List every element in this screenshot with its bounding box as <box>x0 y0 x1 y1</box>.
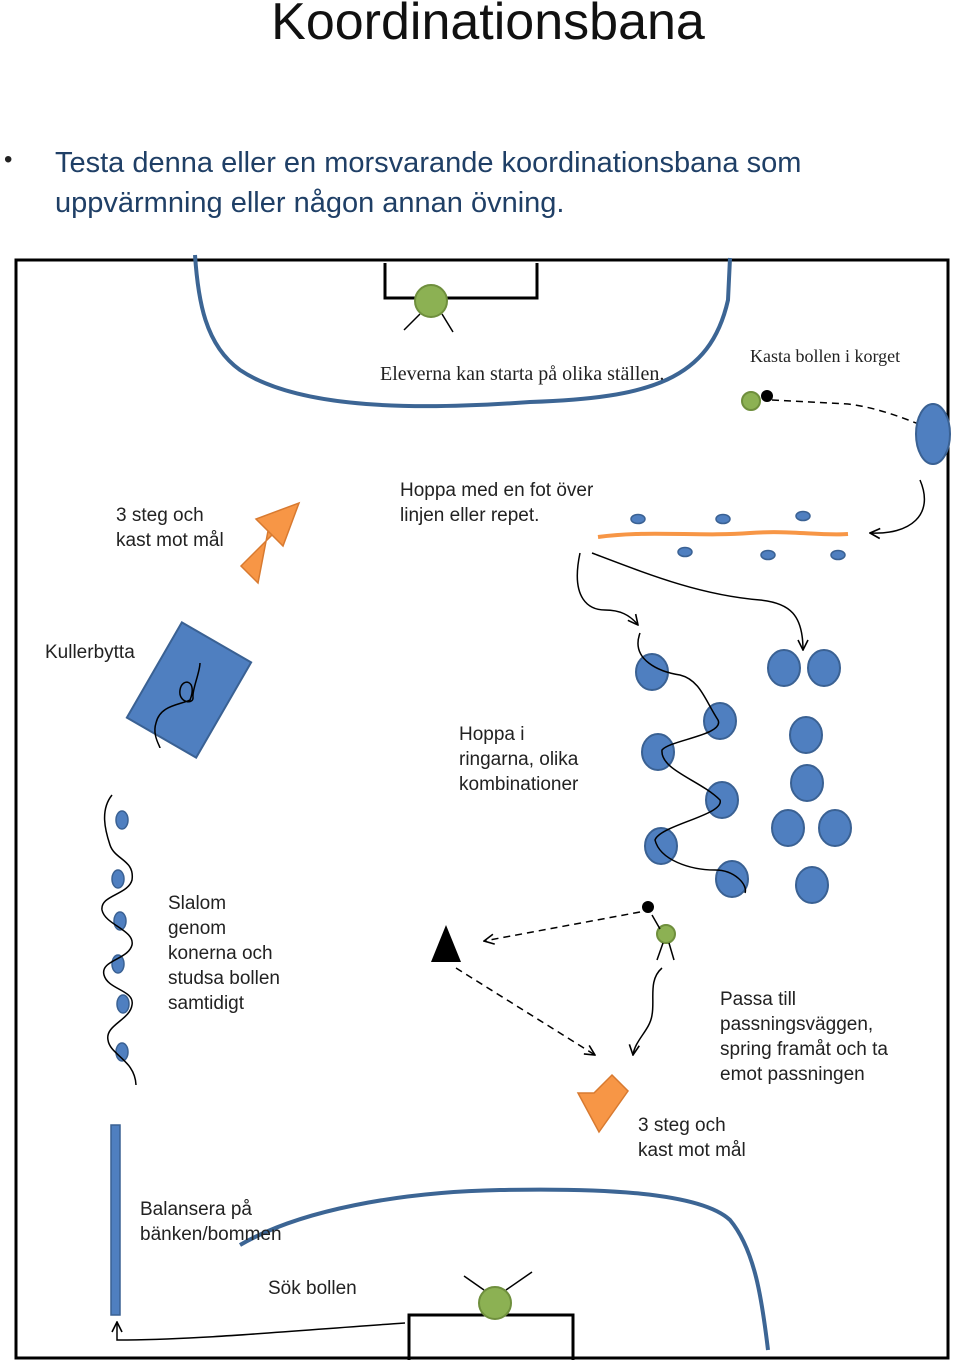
goal-bottom <box>407 1313 575 1360</box>
passer-leg <box>656 942 664 961</box>
pass-path <box>484 911 641 941</box>
label-throw-basket: Kasta bollen i korget <box>750 346 901 366</box>
label-three-steps-top: 3 steg och kast mot mål <box>116 505 224 551</box>
player-ball-icon <box>741 391 761 411</box>
passer-arm <box>651 914 661 930</box>
marker-icon <box>630 513 646 525</box>
balance-bench <box>110 1124 121 1316</box>
roll-mat <box>125 621 253 759</box>
ring-icon <box>795 866 829 904</box>
ring-icon <box>789 716 823 754</box>
ring-icon <box>790 764 824 802</box>
label-hop-line: Hoppa med en fot över linjen eller repet… <box>400 480 594 526</box>
ball-icon <box>642 901 654 913</box>
label-find-ball: Sök bollen <box>268 1278 357 1299</box>
basket-icon <box>915 403 951 465</box>
ball-icon <box>761 390 773 402</box>
label-three-steps-bottom: 3 steg och kast mot mål <box>638 1115 746 1161</box>
run-path-bench <box>117 1322 406 1341</box>
ring-icon <box>705 781 739 819</box>
run-path-pass <box>633 967 663 1055</box>
goal-area-bottom <box>238 1187 770 1351</box>
cone-icon <box>115 810 129 830</box>
ring-icon <box>807 649 841 687</box>
run-path-rings-left <box>576 552 638 625</box>
goalkeeper-top-icon <box>403 284 454 333</box>
ring-icon <box>635 653 669 691</box>
run-path-rings-right <box>591 552 803 650</box>
goalkeeper-bottom-icon <box>463 1271 533 1320</box>
label-start: Eleverna kan starta på olika ställen. <box>380 363 665 385</box>
ring-icon <box>715 860 749 898</box>
field-boundary <box>14 258 950 1360</box>
marker-icon <box>715 513 731 525</box>
ring-icon <box>767 649 801 687</box>
cone-icon <box>116 994 130 1014</box>
throw-direction-arrow-bottom <box>576 1073 629 1134</box>
page-title: Koordinationsbana <box>271 0 705 51</box>
marker-icon <box>830 549 846 561</box>
throw-path <box>771 399 945 435</box>
goal-area-top <box>193 254 732 409</box>
line-markers <box>630 510 846 561</box>
ring-icon <box>644 827 678 865</box>
passer-leg <box>668 942 675 961</box>
intro-text: Testa denna eller en morsvarande koordin… <box>55 147 802 219</box>
bullet-marker: • <box>4 146 13 173</box>
rope-line <box>597 530 849 539</box>
marker-icon <box>677 546 693 558</box>
label-slalom: Slalom genom konerna och studsa bollen s… <box>168 893 280 1014</box>
slalom-cones <box>111 810 130 1062</box>
roll-path <box>154 662 201 749</box>
ring-icon <box>818 809 852 847</box>
passer-icon <box>656 924 676 944</box>
ring-icon <box>703 702 737 740</box>
label-pass-wall: Passa till passningsväggen, spring framå… <box>720 989 888 1085</box>
label-balance: Balansera på bänken/bommen <box>140 1199 282 1245</box>
marker-icon <box>795 510 811 522</box>
rings-left <box>635 653 749 898</box>
cone-icon <box>111 869 125 889</box>
label-hop-rings: Hoppa i ringarna, olika kombinationer <box>459 724 579 795</box>
throw-direction-arrow-top <box>239 501 301 585</box>
run-path-basket <box>870 479 926 533</box>
return-pass-path <box>455 967 595 1055</box>
slalom-path <box>101 794 137 1086</box>
ring-icon <box>771 809 805 847</box>
rings-right <box>767 649 852 904</box>
ring-zigzag-path <box>637 632 747 894</box>
goal-top <box>383 263 539 300</box>
marker-icon <box>760 549 776 561</box>
passing-wall-icon <box>431 925 461 962</box>
label-roll: Kullerbytta <box>45 642 135 663</box>
